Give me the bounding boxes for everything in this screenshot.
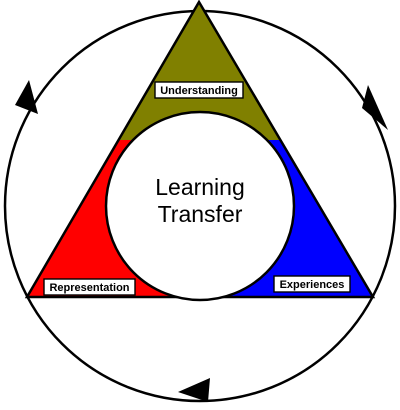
representation-label-text: Representation (49, 282, 129, 294)
experiences-label-text: Experiences (280, 279, 345, 291)
cycle-arrow-left-icon (15, 80, 38, 114)
cycle-arrow-bottom-icon (178, 378, 210, 402)
center-circle (104, 110, 296, 302)
center-title-line2: Transfer (158, 201, 243, 227)
understanding-label-text: Understanding (160, 85, 238, 97)
understanding-label: Understanding (154, 81, 244, 99)
experiences-label: Experiences (273, 275, 351, 293)
representation-label: Representation (43, 278, 136, 296)
cycle-arrow-right-icon (362, 85, 388, 130)
center-title-line1: Learning (155, 174, 245, 200)
